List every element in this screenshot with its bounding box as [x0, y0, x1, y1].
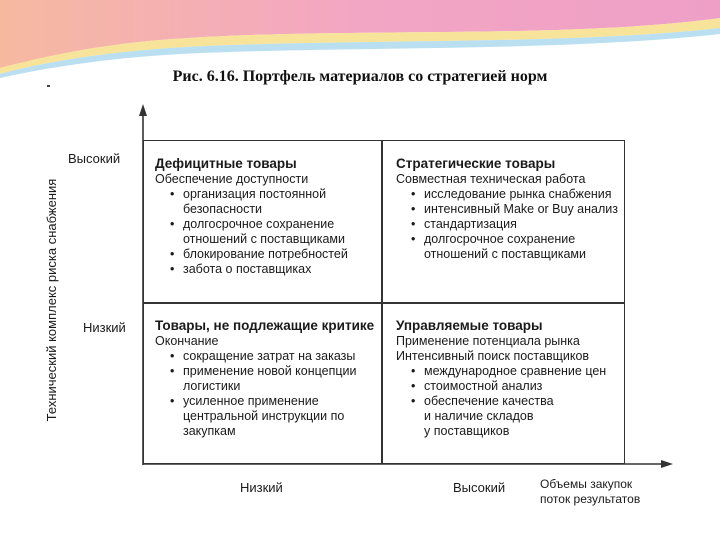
- list-item: интенсивный Make or Buy анализ: [424, 202, 622, 217]
- y-axis-label: Технический комплекс риска снабжения: [44, 150, 60, 450]
- quadrant-list: организация постоянной безопасности долг…: [155, 187, 383, 277]
- y-tick-low: Низкий: [83, 320, 126, 335]
- list-item: усиленное применение центральной инструк…: [183, 394, 383, 439]
- quadrant-subtitle: Обеспечение доступности: [155, 172, 383, 187]
- x-axis-label-line1: Объемы закупок: [540, 477, 710, 492]
- list-item-continuation: и наличие складов: [396, 409, 622, 424]
- x-tick-high: Высокий: [453, 480, 505, 495]
- quadrant-managed-goods: Управляемые товары Применение потенциала…: [396, 318, 622, 439]
- quadrant-title: Товары, не подлежащие критике: [155, 318, 383, 334]
- matrix-horizontal-divider: [144, 302, 624, 304]
- list-item: долгосрочное сохранение отношений с пост…: [183, 217, 383, 247]
- list-item: сокращение затрат на заказы: [183, 349, 383, 364]
- quadrant-title: Дефицитные товары: [155, 156, 383, 172]
- list-item: долгосрочное сохранение отношений с пост…: [424, 232, 622, 262]
- quadrant-scarce-goods: Дефицитные товары Обеспечение доступност…: [155, 156, 383, 277]
- quadrant-subtitle: Применение потенциала рынка: [396, 334, 622, 349]
- x-axis-label: Объемы закупок поток результатов: [540, 477, 710, 507]
- quadrant-title: Стратегические товары: [396, 156, 622, 172]
- quadrant-strategic-goods: Стратегические товары Совместная техниче…: [396, 156, 622, 262]
- quadrant-subtitle: Окончание: [155, 334, 383, 349]
- quadrant-subtitle: Совместная техническая работа: [396, 172, 622, 187]
- list-item: забота о поставщиках: [183, 262, 383, 277]
- quadrant-list: международное сравнение цен стоимостной …: [396, 364, 622, 409]
- list-item: обеспечение качества: [424, 394, 622, 409]
- quadrant-noncritical-goods: Товары, не подлежащие критике Окончание …: [155, 318, 383, 439]
- x-tick-low: Низкий: [240, 480, 283, 495]
- x-axis-label-line2: поток результатов: [540, 492, 710, 507]
- list-item: исследование рынка снабжения: [424, 187, 622, 202]
- list-item: организация постоянной безопасности: [183, 187, 383, 217]
- list-item-continuation: у поставщиков: [396, 424, 622, 439]
- quadrant-title: Управляемые товары: [396, 318, 622, 334]
- quadrant-list: исследование рынка снабжения интенсивный…: [396, 187, 622, 262]
- list-item: блокирование потребностей: [183, 247, 383, 262]
- list-item: применение новой концепции логистики: [183, 364, 383, 394]
- list-item: международное сравнение цен: [424, 364, 622, 379]
- y-tick-high: Высокий: [68, 151, 120, 166]
- list-item: стоимостной анализ: [424, 379, 622, 394]
- quadrant-list: сокращение затрат на заказы применение н…: [155, 349, 383, 439]
- list-item: стандартизация: [424, 217, 622, 232]
- y-axis-arrow: [139, 104, 147, 116]
- quadrant-subtitle-2: Интенсивный поиск поставщиков: [396, 349, 622, 364]
- x-axis-arrow: [661, 460, 673, 468]
